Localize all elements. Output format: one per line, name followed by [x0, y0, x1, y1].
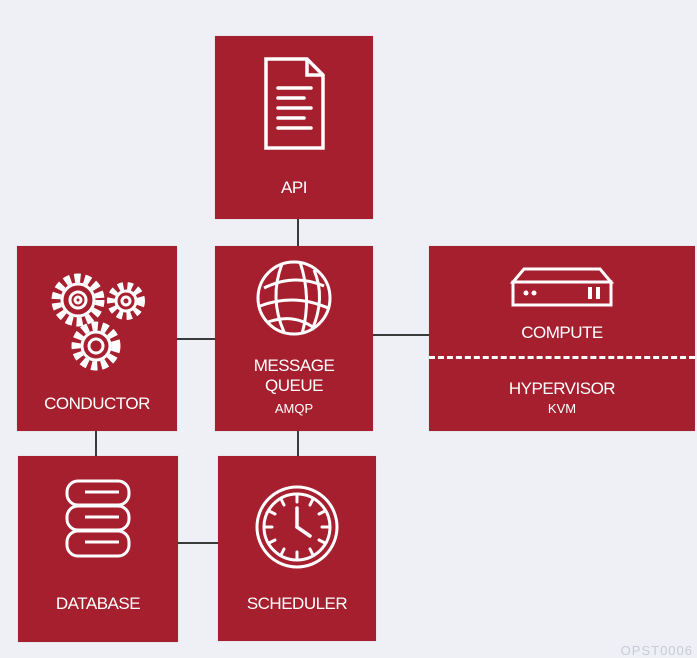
compute-label: COMPUTE [521, 323, 603, 342]
edge-database-scheduler [178, 542, 218, 544]
compute-node: COMPUTE HYPERVISOR KVM [429, 246, 695, 431]
gears-icon [51, 273, 145, 371]
scheduler-node: SCHEDULER [218, 456, 376, 641]
api-node: API [215, 36, 373, 219]
edge-mq-scheduler [297, 430, 299, 456]
message-queue-sublabel: AMQP [274, 401, 314, 416]
database-label: DATABASE [55, 594, 141, 613]
message-queue-node: MESSAGE QUEUE AMQP [215, 246, 373, 431]
message-queue-label-line2: QUEUE [265, 376, 323, 395]
database-node: DATABASE [18, 456, 178, 642]
edge-conductor-database [95, 430, 97, 456]
slide-code-watermark: OPST0006 [620, 643, 693, 658]
hypervisor-sublabel: KVM [547, 401, 577, 416]
edge-mq-compute [373, 334, 429, 336]
document-icon [264, 57, 325, 150]
message-queue-label-line1: MESSAGE [253, 356, 335, 375]
server-icon [510, 267, 614, 307]
conductor-label: CONDUCTOR [44, 394, 150, 413]
edge-conductor-mq [177, 338, 217, 340]
clock-icon [255, 485, 339, 569]
globe-network-icon [256, 260, 332, 336]
hypervisor-label: HYPERVISOR [508, 379, 616, 398]
scheduler-label: SCHEDULER [246, 594, 348, 613]
database-icon [65, 479, 131, 558]
edge-api-mq [297, 218, 299, 248]
compute-divider [429, 356, 695, 359]
conductor-node: CONDUCTOR [17, 246, 177, 431]
api-label: API [281, 178, 307, 197]
